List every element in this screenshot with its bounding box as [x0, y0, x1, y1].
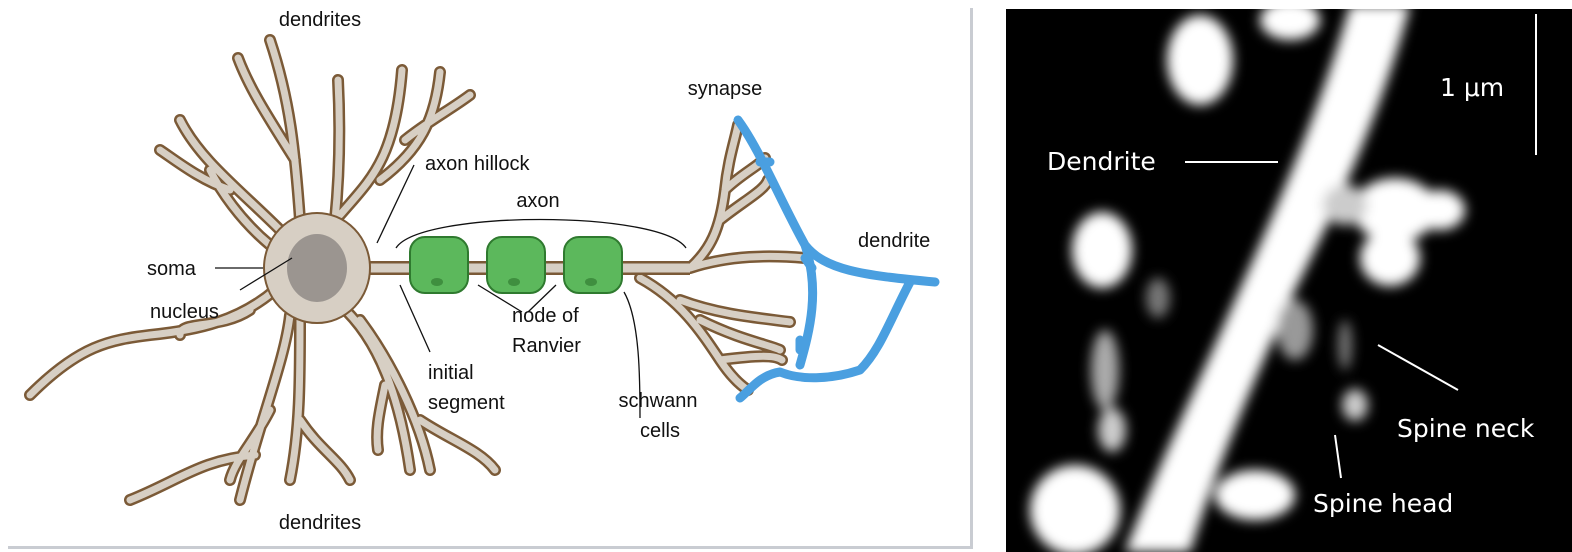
label-dendrite: dendrite: [858, 230, 930, 252]
myelin-sheaths: [409, 236, 623, 294]
label-axon-hillock: axon hillock: [425, 153, 531, 175]
scale-label: 1 μm: [1440, 73, 1504, 102]
spine-neck-pointer: [1377, 344, 1459, 391]
neuron-diagram-panel: dendrites dendrites axon hillock axon sy…: [8, 8, 973, 549]
soma: [263, 212, 371, 324]
label-dendrites-top: dendrites: [279, 9, 361, 31]
dendrite-micrograph: 1 μm Dendrite Spine neck Spine head: [1030, 9, 1537, 552]
label-dendrite: Dendrite: [1047, 147, 1156, 176]
micrograph-structures: [1030, 9, 1465, 552]
nucleus: [287, 234, 347, 302]
label-schwann-cells-1: schwann: [619, 390, 698, 412]
label-dendrites-bottom: dendrites: [279, 512, 361, 534]
spine-head-pointer: [1334, 434, 1342, 479]
schwann-cell: [486, 236, 546, 294]
label-spine-head: Spine head: [1313, 489, 1453, 518]
neuron-diagram: dendrites dendrites axon hillock axon sy…: [24, 9, 940, 534]
label-soma: soma: [147, 258, 197, 280]
dendrite-branches: [24, 34, 811, 506]
label-node-of-ranvier-2: Ranvier: [512, 335, 581, 357]
label-initial-segment-1: initial: [428, 362, 474, 384]
label-synapse: synapse: [688, 78, 763, 100]
label-nucleus: nucleus: [150, 301, 219, 323]
dendrite-micrograph-panel: 1 μm Dendrite Spine neck Spine head: [1006, 9, 1572, 552]
label-axon: axon: [516, 190, 559, 212]
schwann-cell: [409, 236, 469, 294]
target-dendrite: [733, 115, 940, 403]
schwann-cell: [563, 236, 623, 294]
leader-lines: [215, 164, 687, 419]
label-schwann-cells-2: cells: [640, 420, 680, 442]
label-spine-neck: Spine neck: [1397, 414, 1535, 443]
label-node-of-ranvier-1: node of: [512, 305, 579, 327]
label-initial-segment-2: segment: [428, 392, 505, 414]
